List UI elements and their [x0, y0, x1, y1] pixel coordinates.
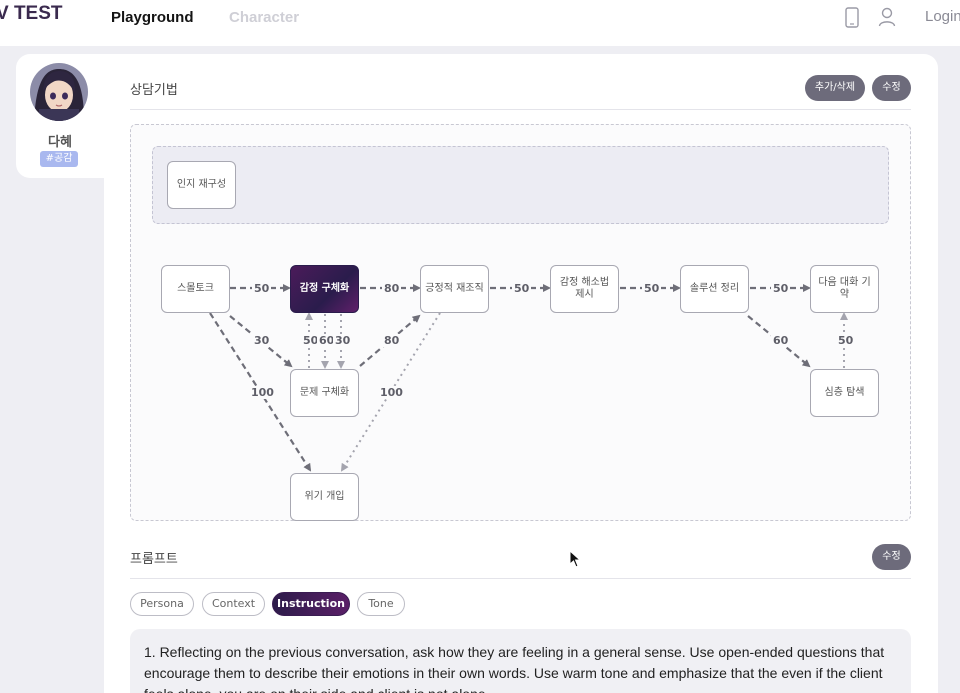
character-tag: #공감: [40, 151, 78, 167]
technique-edit-button[interactable]: 수정: [872, 75, 911, 101]
node-emotion-relief[interactable]: 감정 해소법 제시: [550, 265, 619, 313]
node-problem-specification[interactable]: 문제 구체화: [290, 369, 359, 417]
edge-solution-deep: [747, 315, 811, 368]
character-profile: 다혜 #공감: [16, 54, 104, 178]
edge-label-problem-emotion-a: 50: [301, 334, 321, 347]
user-icon[interactable]: [878, 7, 896, 31]
prompt-text[interactable]: 1. Reflecting on the previous conversati…: [130, 629, 911, 693]
brand-logo[interactable]: V TEST: [0, 3, 63, 24]
technique-divider: [130, 109, 911, 110]
edge-label-problem-emotion-c: 30: [333, 334, 353, 347]
node-smalltalk[interactable]: 스몰토크: [161, 265, 230, 313]
node-next-conversation[interactable]: 다음 대화 기약: [810, 265, 879, 313]
prompt-divider: [130, 578, 911, 579]
edge-problem-positive: [359, 314, 421, 367]
login-link[interactable]: Login: [925, 8, 960, 25]
top-bar: V TEST Playground Character Login: [0, 0, 960, 46]
node-group[interactable]: [152, 146, 889, 224]
edge-label-smalltalk-problem: 30: [252, 334, 272, 347]
edge-label-smalltalk-crisis: 100: [249, 386, 276, 399]
edge-label-solution-deep: 60: [771, 334, 791, 347]
node-positive-reorganization[interactable]: 긍정적 재조직: [420, 265, 489, 313]
edge-label-relief-solution: 50: [642, 282, 662, 295]
tab-context[interactable]: Context: [202, 592, 265, 616]
avatar: [30, 63, 88, 121]
prompt-section-title: 프롬프트: [130, 552, 178, 567]
nav-character[interactable]: Character: [229, 9, 300, 26]
tab-instruction[interactable]: Instruction: [272, 592, 350, 616]
add-remove-button[interactable]: 추가/삭제: [805, 75, 865, 101]
edge-label-problem-positive: 80: [382, 334, 402, 347]
tab-tone[interactable]: Tone: [357, 592, 405, 616]
tab-persona[interactable]: Persona: [130, 592, 194, 616]
edge-label-solution-next: 50: [771, 282, 791, 295]
nav-playground[interactable]: Playground: [111, 9, 194, 26]
phone-icon[interactable]: [845, 7, 859, 33]
edge-label-smalltalk-emotion: 50: [252, 282, 272, 295]
edge-label-positive-crisis: 100: [378, 386, 405, 399]
edge-label-emotion-positive: 80: [382, 282, 402, 295]
mouse-cursor-icon: [569, 549, 582, 572]
edge-smalltalk-problem: [229, 315, 293, 368]
edge-label-problem-emotion-b: 60: [317, 334, 337, 347]
prompt-edit-button[interactable]: 수정: [872, 544, 911, 570]
node-emotion-specification[interactable]: 감정 구체화: [290, 265, 359, 313]
edge-label-deep-next: 50: [836, 334, 856, 347]
node-crisis-intervention[interactable]: 위기 개입: [290, 473, 359, 521]
character-name: 다혜: [48, 135, 72, 150]
node-solution-summary[interactable]: 솔루션 정리: [680, 265, 749, 313]
edge-positive-crisis: [340, 312, 441, 472]
edge-label-positive-relief: 50: [512, 282, 532, 295]
node-deep-exploration[interactable]: 심층 탐색: [810, 369, 879, 417]
node-cognitive-restructuring[interactable]: 인지 재구성: [167, 161, 236, 209]
technique-section-title: 상담기법: [130, 83, 178, 98]
